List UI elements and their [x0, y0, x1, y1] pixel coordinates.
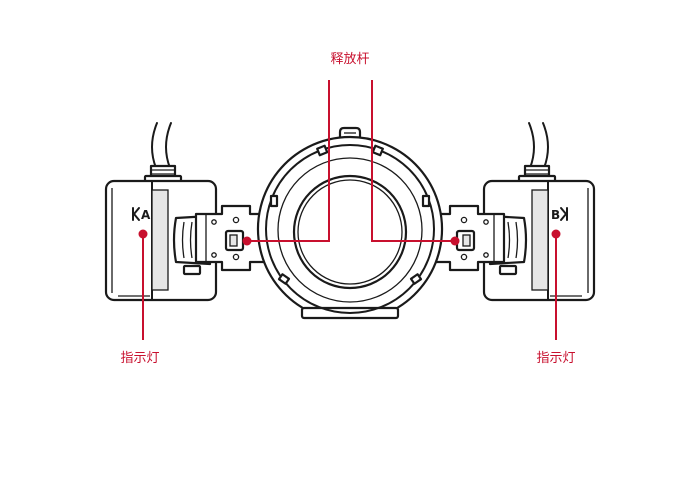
left-cable	[151, 122, 172, 169]
release-lever-marker-right	[450, 236, 460, 246]
release-lever-label: 释放杆	[330, 52, 369, 67]
indicator-label-left: 指示灯	[120, 351, 159, 366]
indicator-marker-left	[138, 229, 148, 239]
left-flash-head: A	[104, 122, 218, 302]
left-mount-arm	[194, 204, 268, 272]
left-flash-icon	[132, 207, 140, 221]
right-mount-arm	[432, 204, 506, 272]
release-lever-leader-left	[247, 80, 330, 242]
right-cable	[528, 122, 549, 169]
ring-adapter	[256, 126, 444, 320]
indicator-label-right: 指示灯	[536, 351, 575, 366]
right-flash-icon	[560, 207, 568, 221]
lens-opening	[292, 174, 408, 290]
release-lever-marker-left	[242, 236, 252, 246]
indicator-marker-right	[551, 229, 561, 239]
right-flash-head	[482, 122, 596, 302]
right-head-mark: B	[551, 208, 560, 222]
annotations: 释放杆 指示灯 指示灯	[120, 52, 575, 366]
release-lever-leader-right	[371, 80, 455, 242]
left-head-mark: A	[141, 208, 151, 222]
